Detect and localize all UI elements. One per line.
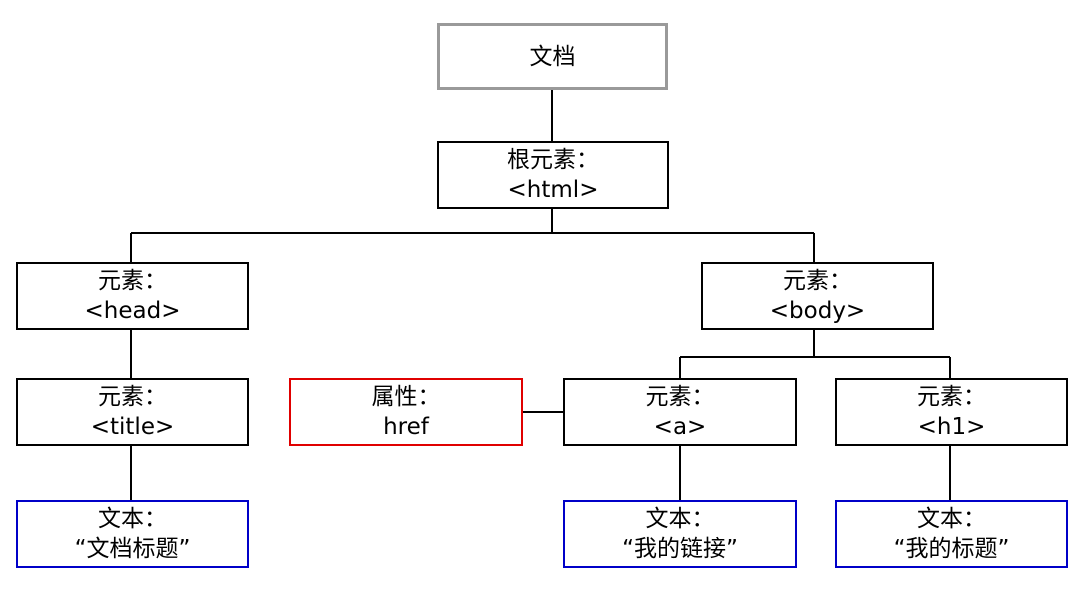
node-text-a-type: 文本： xyxy=(645,506,715,532)
node-document: 文档 xyxy=(437,23,668,90)
node-body-tag: <body> xyxy=(769,298,866,324)
node-head-tag: <head> xyxy=(84,298,181,324)
node-a: 元素： <a> xyxy=(563,378,797,446)
node-title: 元素： <title> xyxy=(16,378,249,446)
node-html-tag: <html> xyxy=(507,177,599,203)
node-body-type: 元素： xyxy=(783,268,852,294)
node-title-type: 元素： xyxy=(98,384,167,410)
node-body: 元素： <body> xyxy=(701,262,934,330)
node-text-h1-type: 文本： xyxy=(917,506,986,532)
node-title-tag: <title> xyxy=(90,414,175,440)
node-attribute-href: 属性： href xyxy=(289,378,523,446)
node-text-a: 文本： “我的链接” xyxy=(563,500,797,568)
node-h1: 元素： <h1> xyxy=(835,378,1068,446)
node-head-type: 元素： xyxy=(98,268,167,294)
node-text-h1-value: “我的标题” xyxy=(893,536,1010,562)
node-text-h1: 文本： “我的标题” xyxy=(835,500,1068,568)
node-href-type: 属性： xyxy=(371,384,441,410)
node-root-html: 根元素： <html> xyxy=(437,141,669,209)
node-h1-tag: <h1> xyxy=(917,414,986,440)
node-text-title-type: 文本： xyxy=(98,506,167,532)
node-a-tag: <a> xyxy=(653,414,707,440)
node-h1-type: 元素： xyxy=(917,384,986,410)
node-document-label: 文档 xyxy=(529,43,576,70)
node-text-title: 文本： “文档标题” xyxy=(16,500,249,568)
node-html-type: 根元素： xyxy=(507,147,599,173)
node-text-title-value: “文档标题” xyxy=(74,536,191,562)
node-text-a-value: “我的链接” xyxy=(622,536,738,562)
node-a-type: 元素： xyxy=(645,384,715,410)
node-head: 元素： <head> xyxy=(16,262,249,330)
node-href-name: href xyxy=(383,414,429,440)
